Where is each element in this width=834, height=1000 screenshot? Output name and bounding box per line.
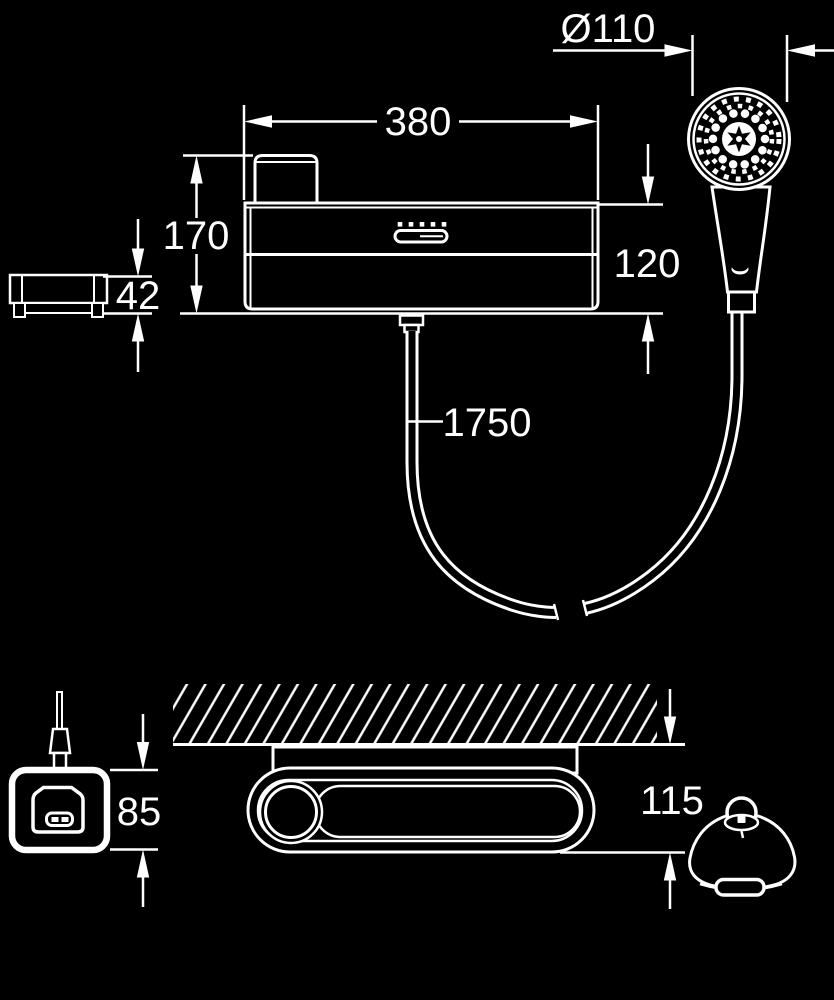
control-button [393,229,449,244]
shower-holder-socket [258,779,324,845]
cable-plug [48,727,72,755]
dim-label-bracket-height: 42 [116,274,161,318]
indicator-dots [397,222,447,227]
shower-shelf-bottom-view [246,766,596,854]
hose-break-mark [552,603,560,621]
remote-control-box [8,691,111,854]
hand-shower-handle [710,185,772,294]
hose-weight-hook [688,796,797,897]
dim-label-head-diameter: Ø110 [561,7,656,51]
dim-label-body-height: 120 [614,242,681,286]
dim-total-height: 170 [163,154,253,314]
hose-break-mark [581,599,589,617]
dim-label-remote-height: 85 [117,790,162,834]
hook-base-slot [714,877,766,897]
shower-shelf-side-view [243,154,600,334]
dim-head-diameter: Ø110 [553,7,834,102]
hand-shower-head [687,87,791,191]
wall-section-hatch [173,684,685,746]
dim-label-shelf-width: 380 [385,100,452,144]
dim-label-shelf-depth: 115 [640,779,704,823]
dim-label-total-height: 170 [163,214,230,258]
antenna-cable [56,691,63,730]
dim-shelf-width: 380 [242,100,600,200]
dim-hose-length: 1750 [407,401,531,445]
dim-label-hose-length: 1750 [443,401,532,445]
hand-shower [687,87,791,314]
hose-connector-nut [727,290,756,314]
dim-remote-height: 85 [110,714,161,907]
dim-shelf-depth: 115 [560,689,704,909]
dim-body-height: 120 [599,144,680,374]
shower-hose [405,312,744,621]
wall-bracket-profile [8,273,109,318]
hose-outlet [398,314,425,334]
dim-bracket-height: 42 [103,219,160,372]
